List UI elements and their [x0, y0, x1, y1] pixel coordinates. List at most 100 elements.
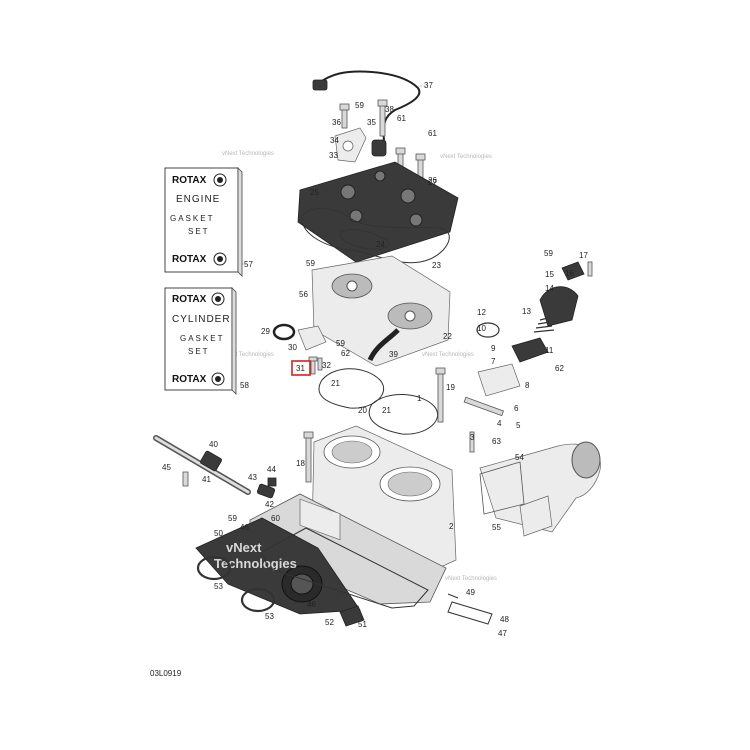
callout-46b[interactable]: 46	[307, 600, 316, 609]
head-cover-gasket	[301, 207, 450, 264]
callout-39[interactable]: 39	[389, 350, 398, 359]
callout-14[interactable]: 14	[545, 284, 554, 293]
kit-brand: ROTAX	[172, 254, 207, 265]
callout-11[interactable]: 11	[545, 346, 554, 355]
callout-61b[interactable]: 61	[428, 129, 437, 138]
callout-59b[interactable]: 59	[306, 259, 315, 268]
callout-13[interactable]: 13	[522, 307, 531, 316]
callout-1[interactable]: 1	[417, 394, 422, 403]
callout-10[interactable]: 10	[477, 324, 486, 333]
callout-58[interactable]: 58	[240, 381, 249, 390]
callout-35[interactable]: 35	[367, 118, 376, 127]
callout-24[interactable]: 24	[376, 240, 385, 249]
rail-bolt	[182, 471, 189, 487]
kit-line: GASKET	[170, 214, 214, 223]
diagram-code: 03L0919	[150, 669, 182, 678]
callout-54[interactable]: 54	[515, 453, 524, 462]
callout-62b[interactable]: 62	[555, 364, 564, 373]
callout-63[interactable]: 63	[492, 437, 501, 446]
callout-60[interactable]: 60	[271, 514, 280, 523]
engine-gasket-set-card[interactable]: ROTAX ENGINE GASKET SET ROTAX	[164, 167, 243, 277]
callout-2[interactable]: 2	[449, 522, 454, 531]
callout-34[interactable]: 34	[330, 136, 339, 145]
callout-12[interactable]: 12	[477, 308, 486, 317]
kit-line: SET	[188, 347, 210, 356]
callout-32[interactable]: 32	[322, 361, 331, 370]
callout-59e[interactable]: 59	[544, 249, 553, 258]
callout-43[interactable]: 43	[248, 473, 257, 482]
callout-20[interactable]: 20	[358, 406, 367, 415]
callout-25[interactable]: 25	[310, 188, 319, 197]
callout-5[interactable]: 5	[516, 421, 521, 430]
callout-55[interactable]: 55	[492, 523, 501, 532]
callout-50[interactable]: 50	[214, 529, 223, 538]
callout-56[interactable]: 56	[299, 290, 308, 299]
callout-59a[interactable]: 59	[355, 101, 364, 110]
callout-48[interactable]: 48	[500, 615, 509, 624]
callout-27[interactable]: 27	[428, 178, 437, 187]
callout-49[interactable]: 49	[466, 588, 475, 597]
callout-21a[interactable]: 21	[331, 379, 340, 388]
callout-8[interactable]: 8	[525, 381, 530, 390]
callout-17[interactable]: 17	[579, 251, 588, 260]
callout-41[interactable]: 41	[202, 475, 211, 484]
rotax-logo-icon	[217, 256, 223, 262]
callout-45[interactable]: 45	[162, 463, 171, 472]
callout-19[interactable]: 19	[446, 383, 455, 392]
cylinder-gasket-set-card[interactable]: ROTAX CYLINDER GASKET SET ROTAX	[164, 287, 237, 395]
cylinder-head-cover	[297, 161, 459, 263]
callout-51[interactable]: 51	[358, 620, 367, 629]
valve-spring	[533, 317, 555, 333]
base-gasket	[261, 527, 429, 609]
callout-6[interactable]: 6	[514, 404, 519, 413]
watermark-text: vNext Technologies	[445, 576, 497, 582]
callout-26[interactable]: 26	[428, 176, 437, 185]
head-stud	[437, 371, 444, 423]
callout-16[interactable]: 16	[565, 269, 574, 278]
coolant-hose	[367, 328, 400, 362]
kit-line: GASKET	[180, 334, 224, 343]
callout-30[interactable]: 30	[288, 343, 297, 352]
head-cover-gasket	[340, 229, 390, 250]
callout-9[interactable]: 9	[491, 344, 496, 353]
callout-61a[interactable]: 61	[397, 114, 406, 123]
manifold-gasket	[447, 601, 493, 625]
hose-clamp	[196, 555, 232, 581]
callout-23[interactable]: 23	[432, 261, 441, 270]
callout-57[interactable]: 57	[244, 260, 253, 269]
watermark-text: vNext	[226, 540, 262, 555]
valve-shaft	[463, 396, 504, 417]
kit-brand: ROTAX	[172, 175, 207, 186]
callout-59d[interactable]: 59	[228, 514, 237, 523]
callout-40[interactable]: 40	[209, 440, 218, 449]
callout-21b[interactable]: 21	[382, 406, 391, 415]
callout-59c[interactable]: 59	[336, 339, 345, 348]
callout-38[interactable]: 38	[385, 105, 394, 114]
callout-52[interactable]: 52	[325, 618, 334, 627]
callout-15[interactable]: 15	[545, 270, 554, 279]
watermark-text: vNext Technologies	[440, 154, 492, 160]
callout-36[interactable]: 36	[332, 118, 341, 127]
callout-29[interactable]: 29	[261, 327, 270, 336]
callout-31[interactable]: 31	[296, 364, 305, 373]
callout-37[interactable]: 37	[424, 81, 433, 90]
callout-4[interactable]: 4	[497, 419, 502, 428]
screw	[310, 359, 316, 375]
rubber-boot	[339, 605, 365, 627]
callout-47[interactable]: 47	[498, 629, 507, 638]
callout-53a[interactable]: 53	[214, 582, 223, 591]
callout-22[interactable]: 22	[443, 332, 452, 341]
callout-53b[interactable]: 53	[265, 612, 274, 621]
valve-piston	[511, 337, 549, 363]
callout-42[interactable]: 42	[265, 500, 274, 509]
callout-18[interactable]: 18	[296, 459, 305, 468]
valve-stem	[469, 431, 475, 453]
callout-44[interactable]: 44	[267, 465, 276, 474]
callout-46a[interactable]: 46	[240, 523, 249, 532]
callout-33[interactable]: 33	[329, 151, 338, 160]
callout-62a[interactable]: 62	[341, 349, 350, 358]
cover-plate	[297, 325, 327, 351]
callout-3[interactable]: 3	[470, 433, 475, 442]
callout-7[interactable]: 7	[491, 357, 496, 366]
valve-cover-cap	[539, 286, 579, 327]
